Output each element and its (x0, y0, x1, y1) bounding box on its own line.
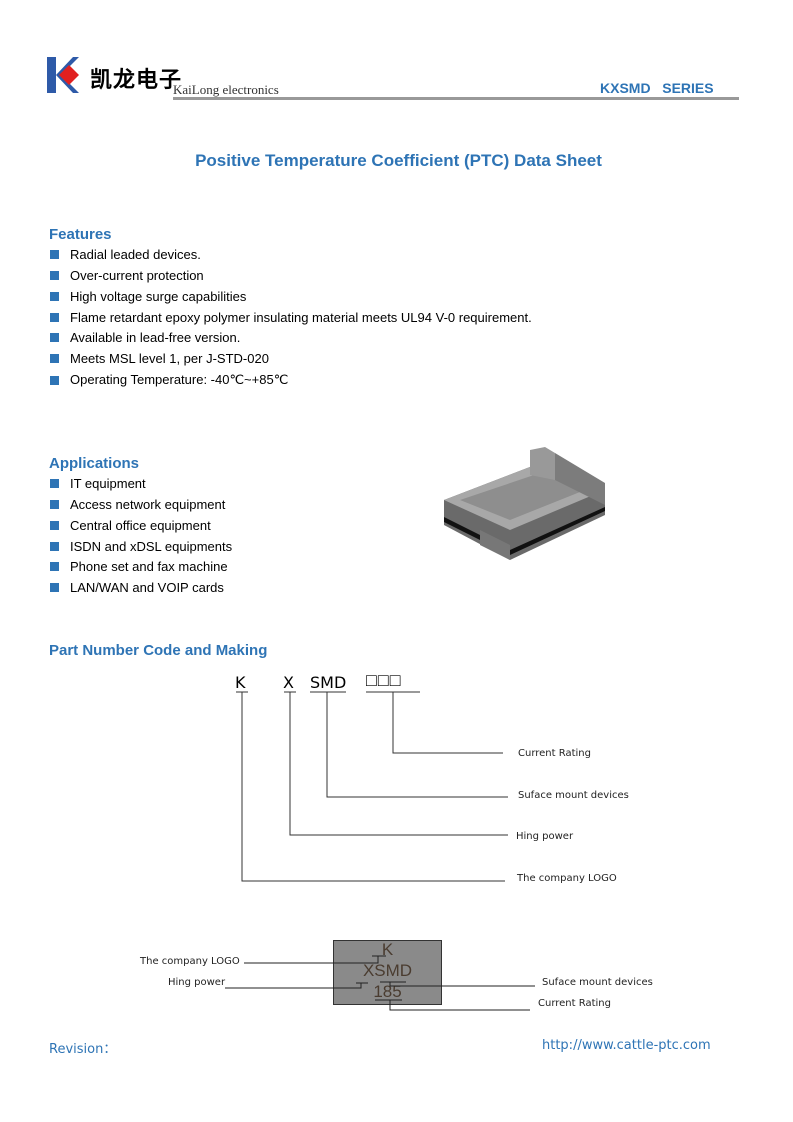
label-power: Hing power (516, 831, 574, 842)
series-label: KXSMD SERIES (600, 80, 714, 96)
page-title: Positive Temperature Coefficient (PTC) D… (195, 151, 602, 170)
features-heading: Features (49, 226, 112, 243)
application-item: IT equipment (50, 476, 146, 491)
marking-line3: 185 (373, 982, 402, 1001)
feature-item: Meets MSL level 1, per J-STD-020 (50, 351, 269, 366)
code-smd: SMD (310, 673, 347, 692)
application-item: LAN/WAN and VOIP cards (50, 580, 224, 595)
code-x: X (283, 673, 294, 692)
feature-item: High voltage surge capabilities (50, 289, 246, 304)
marking-label-logo: The company LOGO (140, 956, 240, 967)
feature-item: Radial leaded devices. (50, 247, 201, 262)
marking-label-smd: Suface mount devices (542, 977, 653, 988)
label-smd: Suface mount devices (518, 790, 629, 801)
code-boxes: □□□ (366, 670, 402, 690)
brand-cn: 凯龙电子 (90, 67, 183, 93)
application-item: Phone set and fax machine (50, 559, 228, 574)
footer-url[interactable]: http://www.cattle-ptc.com (542, 1038, 711, 1053)
feature-item: Available in lead-free version. (50, 330, 240, 345)
feature-item: Over-current protection (50, 268, 204, 283)
feature-item: Operating Temperature: -40℃~+85℃ (50, 372, 288, 388)
marking-label-current: Current Rating (538, 998, 611, 1009)
ptc-device-image (444, 447, 605, 560)
application-item: Central office equipment (50, 518, 211, 533)
marking-label-power: Hing power (168, 977, 226, 988)
company-logo (47, 57, 79, 93)
code-k: K (235, 673, 246, 692)
marking-box (333, 940, 442, 1005)
label-current-rating: Current Rating (518, 748, 591, 759)
application-item: Access network equipment (50, 497, 225, 512)
part-number-heading: Part Number Code and Making (49, 642, 268, 659)
label-logo: The company LOGO (517, 873, 617, 884)
application-item: ISDN and xDSL equipments (50, 539, 232, 554)
feature-item: Flame retardant epoxy polymer insulating… (50, 310, 532, 325)
applications-heading: Applications (49, 455, 140, 472)
footer-revision: Revision： (49, 1042, 117, 1057)
marking-line1: K (381, 940, 394, 959)
marking-line2: XSMD (362, 961, 413, 980)
brand-en: KaiLong electronics (173, 82, 279, 97)
header-rule (173, 97, 739, 100)
